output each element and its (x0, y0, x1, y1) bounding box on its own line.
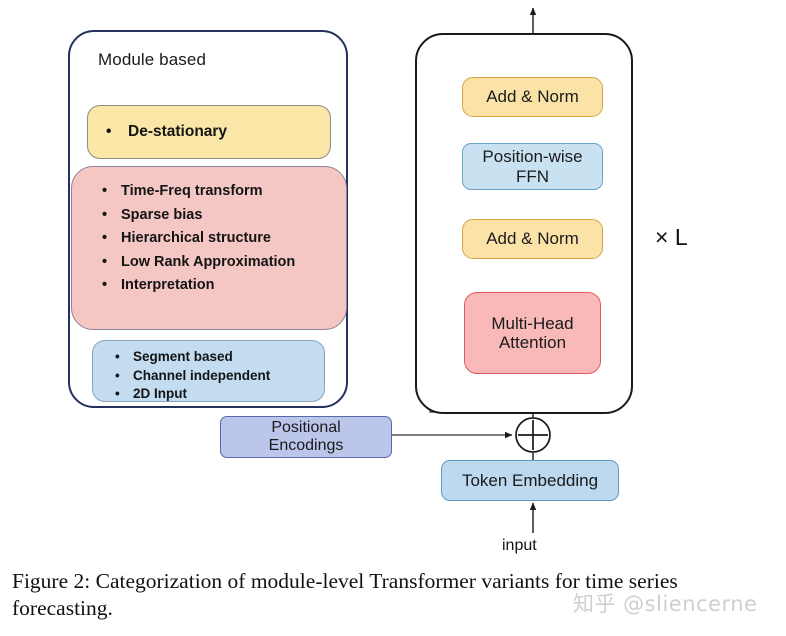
list-item: • Segment based (115, 350, 346, 364)
list-item: • Channel independent (115, 367, 346, 383)
multi-head-attention-node: Multi-Head Attention (464, 292, 601, 374)
bullet-icon: • (102, 253, 108, 270)
add-norm-top-node: Add & Norm (462, 77, 603, 117)
list-item-label: Segment based (133, 349, 233, 364)
list-item-label: Low Rank Approximation (121, 253, 296, 270)
mha-label-line2: Attention (498, 333, 567, 352)
ffn-label-line1: Position-wise (482, 147, 583, 167)
list-item-label: Channel independent (133, 367, 271, 383)
bullet-icon: • (115, 386, 120, 401)
bullet-icon: • (106, 123, 112, 140)
positional-encodings-node: Positional Encodings (220, 416, 392, 458)
add-operator-icon (515, 417, 551, 453)
category-group-pink: • Time-Freq transform • Sparse bias • Hi… (71, 166, 347, 330)
input-label: input (502, 537, 537, 554)
category-list-blue: • Segment based • Channel independent • … (93, 341, 346, 410)
bullet-icon: • (115, 349, 120, 364)
list-item: • Low Rank Approximation (102, 253, 376, 270)
bullet-icon: • (102, 277, 108, 293)
bullet-icon: • (102, 206, 108, 223)
category-group-yellow: • De-stationary (87, 105, 331, 159)
list-item-label: Sparse bias (121, 206, 203, 223)
bullet-icon: • (102, 183, 108, 199)
module-categorization-panel: Module based • De-stationary • Time-Freq… (68, 30, 348, 408)
category-group-blue: • Segment based • Channel independent • … (92, 340, 325, 402)
list-item-label: 2D Input (133, 386, 187, 401)
category-list-yellow: • De-stationary (88, 106, 348, 176)
figure-caption: Figure 2: Categorization of module-level… (12, 569, 678, 621)
bullet-icon: • (102, 230, 108, 246)
list-item: • Interpretation (102, 278, 376, 293)
category-list-pink: • Time-Freq transform • Sparse bias • Hi… (72, 167, 376, 346)
add-norm-bottom-node: Add & Norm (462, 219, 603, 259)
list-item-label: Time-Freq transform (121, 183, 263, 199)
bullet-icon: • (115, 367, 120, 383)
panel-title: Module based (98, 50, 206, 69)
list-item-label: Interpretation (121, 277, 215, 293)
list-item: • 2D Input (115, 387, 346, 401)
list-item: • De-stationary (106, 124, 348, 140)
list-item: • Hierarchical structure (102, 231, 376, 246)
token-embedding-node: Token Embedding (441, 460, 619, 501)
positional-label-line1: Positional (271, 419, 341, 437)
positional-label-line2: Encodings (268, 437, 344, 454)
list-item: • Sparse bias (102, 206, 376, 223)
mha-label-line1: Multi-Head (491, 313, 574, 333)
layer-repeat-label: × L (655, 224, 688, 250)
list-item: • Time-Freq transform (102, 184, 376, 199)
list-item-label: De-stationary (128, 123, 228, 140)
watermark: 知乎 @sliencerne (573, 592, 758, 616)
position-wise-ffn-node: Position-wise FFN (462, 143, 603, 190)
list-item-label: Hierarchical structure (121, 230, 271, 246)
ffn-label-line2: FFN (515, 166, 550, 186)
